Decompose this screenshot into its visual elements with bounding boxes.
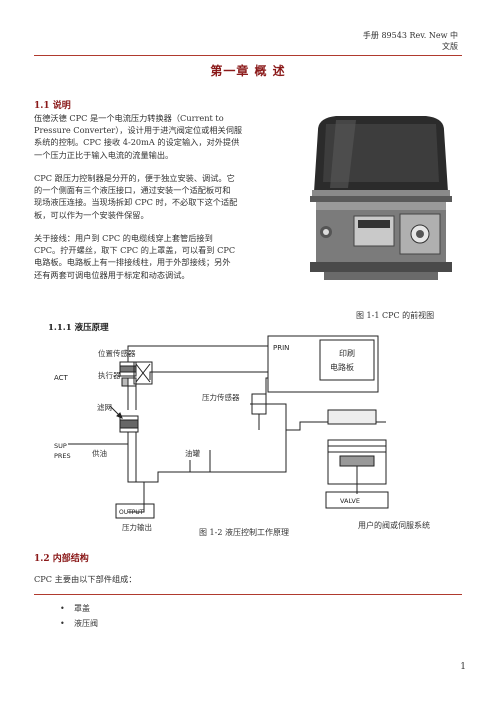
pcb-label-2: 电路板 bbox=[330, 362, 354, 372]
user-valve-label: 用户的阀或伺服系统 bbox=[358, 521, 430, 530]
pressure-output-label: 压力输出 bbox=[122, 522, 152, 532]
pcb-label-1: 印刷 bbox=[339, 349, 355, 358]
text-line: Pressure Converter），设计用于进汽阀定位或相关伺服 bbox=[34, 125, 243, 136]
bullet-icon: • bbox=[60, 619, 65, 628]
supply-label: 供油 bbox=[92, 448, 107, 458]
section-1-1-paragraph-2: CPC 跟压力控制器是分开的，便于独立安装、调试。它 的一个侧面有三个液压接口，… bbox=[34, 172, 286, 221]
output-tag: OUTPUT bbox=[119, 509, 144, 516]
pressure-sensor-label: 压力传感器 bbox=[202, 392, 240, 402]
valve-tag: VALVE bbox=[340, 497, 360, 505]
section-1-1-paragraph-3: 关于接线：用户到 CPC 的电缆线穿上套管后接到 CPC。拧开螺丝，取下 CPC… bbox=[34, 232, 286, 281]
text-line: CPC 跟压力控制器是分开的，便于独立安装、调试。它 bbox=[34, 173, 235, 183]
pcb-box bbox=[267, 335, 379, 393]
text-line: 板，可以作为一个安装件保留。 bbox=[34, 209, 149, 220]
page-header: 手册 89543 Rev. New 中 文版 bbox=[363, 30, 458, 52]
tank-label: 油罐 bbox=[185, 448, 200, 458]
text-line: 关于接线：用户到 CPC 的电缆线穿上套管后接到 bbox=[34, 233, 213, 243]
section-rule bbox=[34, 594, 462, 595]
valve-box bbox=[325, 491, 389, 509]
page-number: 1 bbox=[460, 662, 466, 672]
figure-1-2-caption: 图 1-2 液压控制工作原理 bbox=[199, 528, 289, 537]
figure-1-1-caption: 图 1-1 CPC 的前视图 bbox=[356, 311, 435, 320]
hydraulic-diagram: PRIN 印刷 电路板 位置传感器 ACT 执行器 滤网 压力传感器 SUP P… bbox=[54, 335, 389, 532]
header-rule bbox=[34, 55, 462, 56]
bullet-icon: • bbox=[60, 604, 65, 613]
filter-label: 滤网 bbox=[97, 402, 112, 412]
output-box bbox=[115, 503, 155, 519]
actuator-label: 执行器 bbox=[98, 370, 121, 380]
header-line-1: 手册 89543 Rev. New 中 bbox=[362, 31, 458, 40]
list-item: • 液压阀 bbox=[60, 618, 98, 629]
text-line: 现场液压连接。当现场拆卸 CPC 时，不必取下这个适配 bbox=[34, 197, 238, 208]
text-line: 一个压力正比于输入电流的流量输出。 bbox=[34, 149, 174, 160]
text-line: 的一个侧面有三个液压接口，通过安装一个适配板可和 bbox=[34, 185, 231, 196]
cpc-front-view-image bbox=[310, 116, 452, 280]
position-sensor-label: 位置传感器 bbox=[98, 348, 136, 358]
list-item-label: 罩盖 bbox=[74, 604, 90, 613]
section-1-2-intro: CPC 主要由以下部件组成： bbox=[34, 574, 137, 584]
supply-tag-1: SUP bbox=[54, 442, 67, 450]
text-line: 还有两套可调电位器用于标定和动态调试。 bbox=[34, 269, 190, 280]
supply-tag-2: PRES bbox=[54, 452, 71, 460]
text-line: CPC。拧开螺丝，取下 CPC 的上罩盖，可以看到 CPC bbox=[34, 245, 236, 256]
list-item-label: 液压阀 bbox=[74, 619, 98, 628]
text-line: 电路板。电路板上有一排接线柱，用于外部接线；另外 bbox=[34, 257, 231, 268]
section-1-2-heading: 1.2 内部结构 bbox=[34, 554, 89, 564]
section-1-1-paragraph-1: 伍德沃德 CPC 是一个电流压力转换器（Current to Pressure … bbox=[34, 112, 286, 161]
chapter-title: 第一章 概 述 bbox=[210, 64, 286, 78]
text-line: 系统的控制。CPC 接收 4-20mA 的设定输入，对外提供 bbox=[34, 137, 240, 148]
pcb-label-box bbox=[319, 339, 375, 381]
pcb-tag: PRIN bbox=[273, 344, 289, 352]
section-1-1-heading: 1.1 说明 bbox=[34, 101, 71, 111]
act-tag: ACT bbox=[54, 374, 69, 382]
section-1-1-1-heading: 1.1.1 液压原理 bbox=[48, 323, 109, 333]
header-line-2: 文版 bbox=[442, 42, 458, 51]
list-item: • 罩盖 bbox=[60, 603, 90, 614]
text-line: 伍德沃德 CPC 是一个电流压力转换器（Current to bbox=[34, 113, 224, 123]
